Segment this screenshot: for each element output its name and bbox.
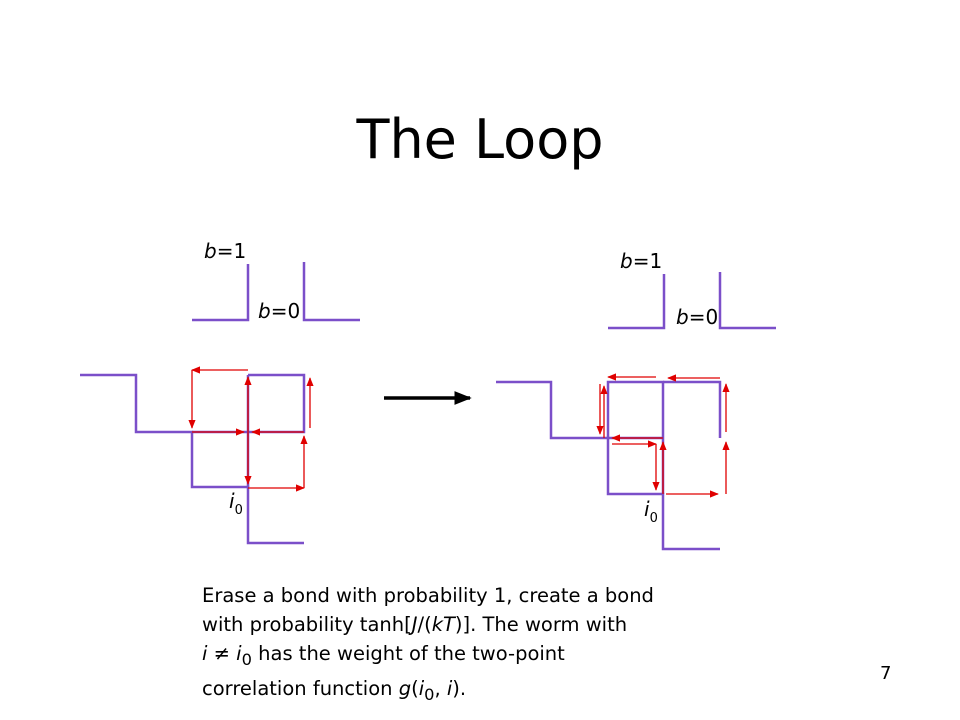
bond-lattice bbox=[496, 380, 722, 551]
caption-line-1: Erase a bond with probability 1, create … bbox=[202, 584, 654, 607]
caption-line-4: correlation function g(i0, i). bbox=[202, 676, 467, 704]
site-i0-label: i0 bbox=[229, 489, 243, 518]
bond-b0-symbol bbox=[302, 262, 360, 322]
caption-line-2: with probability tanh[J/(kT)]. The worm … bbox=[202, 613, 628, 636]
slide-number: 7 bbox=[880, 663, 892, 684]
site-i0-label: i0 bbox=[644, 497, 658, 526]
worm-path bbox=[188, 366, 314, 492]
bond-b1-symbol bbox=[192, 264, 250, 322]
legend-b0-label: b=0 bbox=[676, 305, 718, 329]
bond-b1-symbol bbox=[608, 274, 666, 330]
legend-b0-label: b=0 bbox=[258, 299, 300, 323]
worm-path bbox=[596, 373, 730, 498]
caption-line-3: i ≠ i0 has the weight of the two-point bbox=[202, 642, 565, 669]
config-after: i0 bbox=[496, 373, 730, 551]
legend-b1-label: b=1 bbox=[620, 249, 662, 273]
config-before: i0 bbox=[80, 366, 314, 545]
legend-left: b=1 b=0 bbox=[192, 239, 360, 323]
legend-b1-label: b=1 bbox=[204, 239, 246, 263]
slide-title: The Loop bbox=[356, 108, 604, 171]
bond-b0-symbol bbox=[718, 272, 776, 330]
caption: Erase a bond with probability 1, create … bbox=[202, 581, 742, 709]
legend-right: b=1 b=0 bbox=[608, 249, 776, 330]
